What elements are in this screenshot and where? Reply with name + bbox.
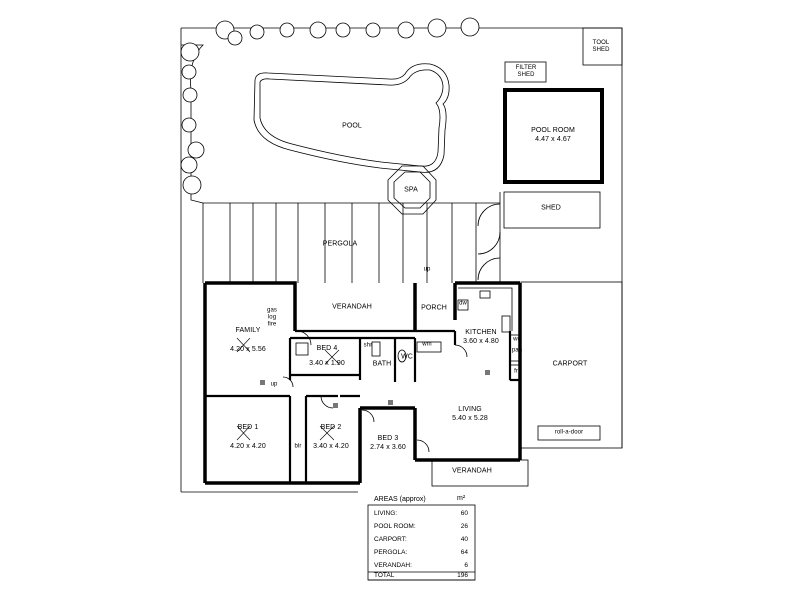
areas-table-unit: m² [457, 495, 466, 502]
spa-outline [387, 165, 437, 215]
bed1-name: BED 1 [237, 424, 259, 431]
filter-shed-label-line2: SHED [517, 72, 535, 78]
family-name: FAMILY [235, 327, 261, 334]
log-label: log [267, 314, 277, 321]
tool-shed [582, 27, 623, 66]
dw-label: dw [459, 300, 467, 307]
roll-door-label: roll-a-door [554, 429, 584, 436]
wo-label: wo [513, 336, 521, 343]
blr-label: blr [294, 443, 302, 450]
bed4-label: BED 4 3.40 x 1.90 [309, 344, 345, 368]
kitchen-label: KITCHEN 3.60 x 4.80 [463, 328, 499, 346]
wm-label: wm [422, 341, 432, 348]
areas-row-name: PERGOLA: [374, 549, 408, 556]
pool-label: POOL [342, 122, 362, 130]
bath-label: BATH [372, 360, 392, 368]
filter-shed [504, 61, 547, 83]
family-label: FAMILY 4.20 x 5.56 [230, 326, 266, 354]
family-size: 4.20 x 5.56 [230, 346, 266, 353]
spa-label: SPA [404, 186, 418, 194]
kitchen-size: 3.60 x 4.80 [463, 338, 499, 345]
up-top-label: up [423, 266, 431, 273]
pool-outline [253, 63, 450, 173]
areas-table-title: AREAS (approx) [374, 496, 426, 503]
verandah-bottom-label: VERANDAH [452, 467, 492, 475]
bed2-size: 3.40 x 4.20 [313, 443, 349, 450]
tool-shed-label-line1: TOOL [592, 40, 610, 46]
areas-row-value: 40 [460, 536, 468, 543]
tool-shed-label-line2: SHED [592, 47, 610, 53]
carport-label: CARPORT [552, 360, 588, 368]
bed2-name: BED 2 [320, 424, 342, 431]
areas-row-value: 26 [460, 523, 468, 530]
areas-row-name: LIVING: [374, 510, 398, 517]
pool-room-walls [503, 88, 604, 184]
living-size: 5.40 x 5.28 [452, 415, 488, 422]
living-label: LIVING 5.40 x 5.28 [452, 405, 488, 423]
areas-row-value: 60 [460, 510, 468, 517]
living-name: LIVING [458, 406, 482, 413]
shed-label: SHED [541, 204, 561, 212]
fire-label: fire [267, 321, 277, 328]
kitchen-name: KITCHEN [465, 329, 497, 336]
areas-row-name: CARPORT: [374, 536, 407, 543]
bed3-label: BED 3 2.74 x 3.60 [370, 434, 406, 452]
filter-shed-label-line1: FILTER [515, 65, 537, 71]
porch-label: PORCH [421, 304, 447, 312]
trees [180, 17, 480, 195]
areas-row-value: 64 [460, 549, 468, 556]
bed2-label: BED 2 3.40 x 4.20 [313, 423, 349, 451]
gas-log-fire-label: gas log fire [267, 308, 277, 329]
bed1-label: BED 1 4.20 x 4.20 [230, 423, 266, 451]
pool-room-label: POOL ROOM 4.47 x 4.67 [531, 126, 575, 144]
tool-shed-label: TOOL SHED [592, 40, 609, 54]
bed4-size: 3.40 x 1.90 [309, 360, 345, 367]
verandah-top-label: VERANDAH [332, 303, 372, 311]
pool-room-name: POOL ROOM [531, 127, 575, 134]
shr-label: shr [363, 342, 373, 349]
bed3-name: BED 3 [377, 435, 399, 442]
areas-row-value: 6 [464, 562, 468, 569]
bed4-name: BED 4 [316, 345, 338, 352]
bed1-size: 4.20 x 4.20 [230, 443, 266, 450]
pan-label: pan [511, 347, 523, 354]
pergola-label: PERGOLA [322, 240, 358, 248]
roll-door [537, 425, 601, 441]
up-mid-label: up [270, 381, 278, 388]
wc-label: WC [401, 353, 413, 361]
shed-outline [503, 191, 601, 229]
filter-shed-label: FILTER SHED [516, 65, 537, 79]
areas-row-name: VERANDAH: [374, 562, 412, 569]
areas-row-name: POOL ROOM: [374, 523, 416, 530]
areas-total-value: 196 [457, 572, 468, 579]
bed3-size: 2.74 x 3.60 [370, 444, 406, 451]
areas-total-name: TOTAL [374, 572, 395, 579]
gas-label: gas [267, 307, 277, 314]
fr-label: fr [514, 368, 518, 375]
pool-room-size: 4.47 x 4.67 [535, 136, 571, 143]
